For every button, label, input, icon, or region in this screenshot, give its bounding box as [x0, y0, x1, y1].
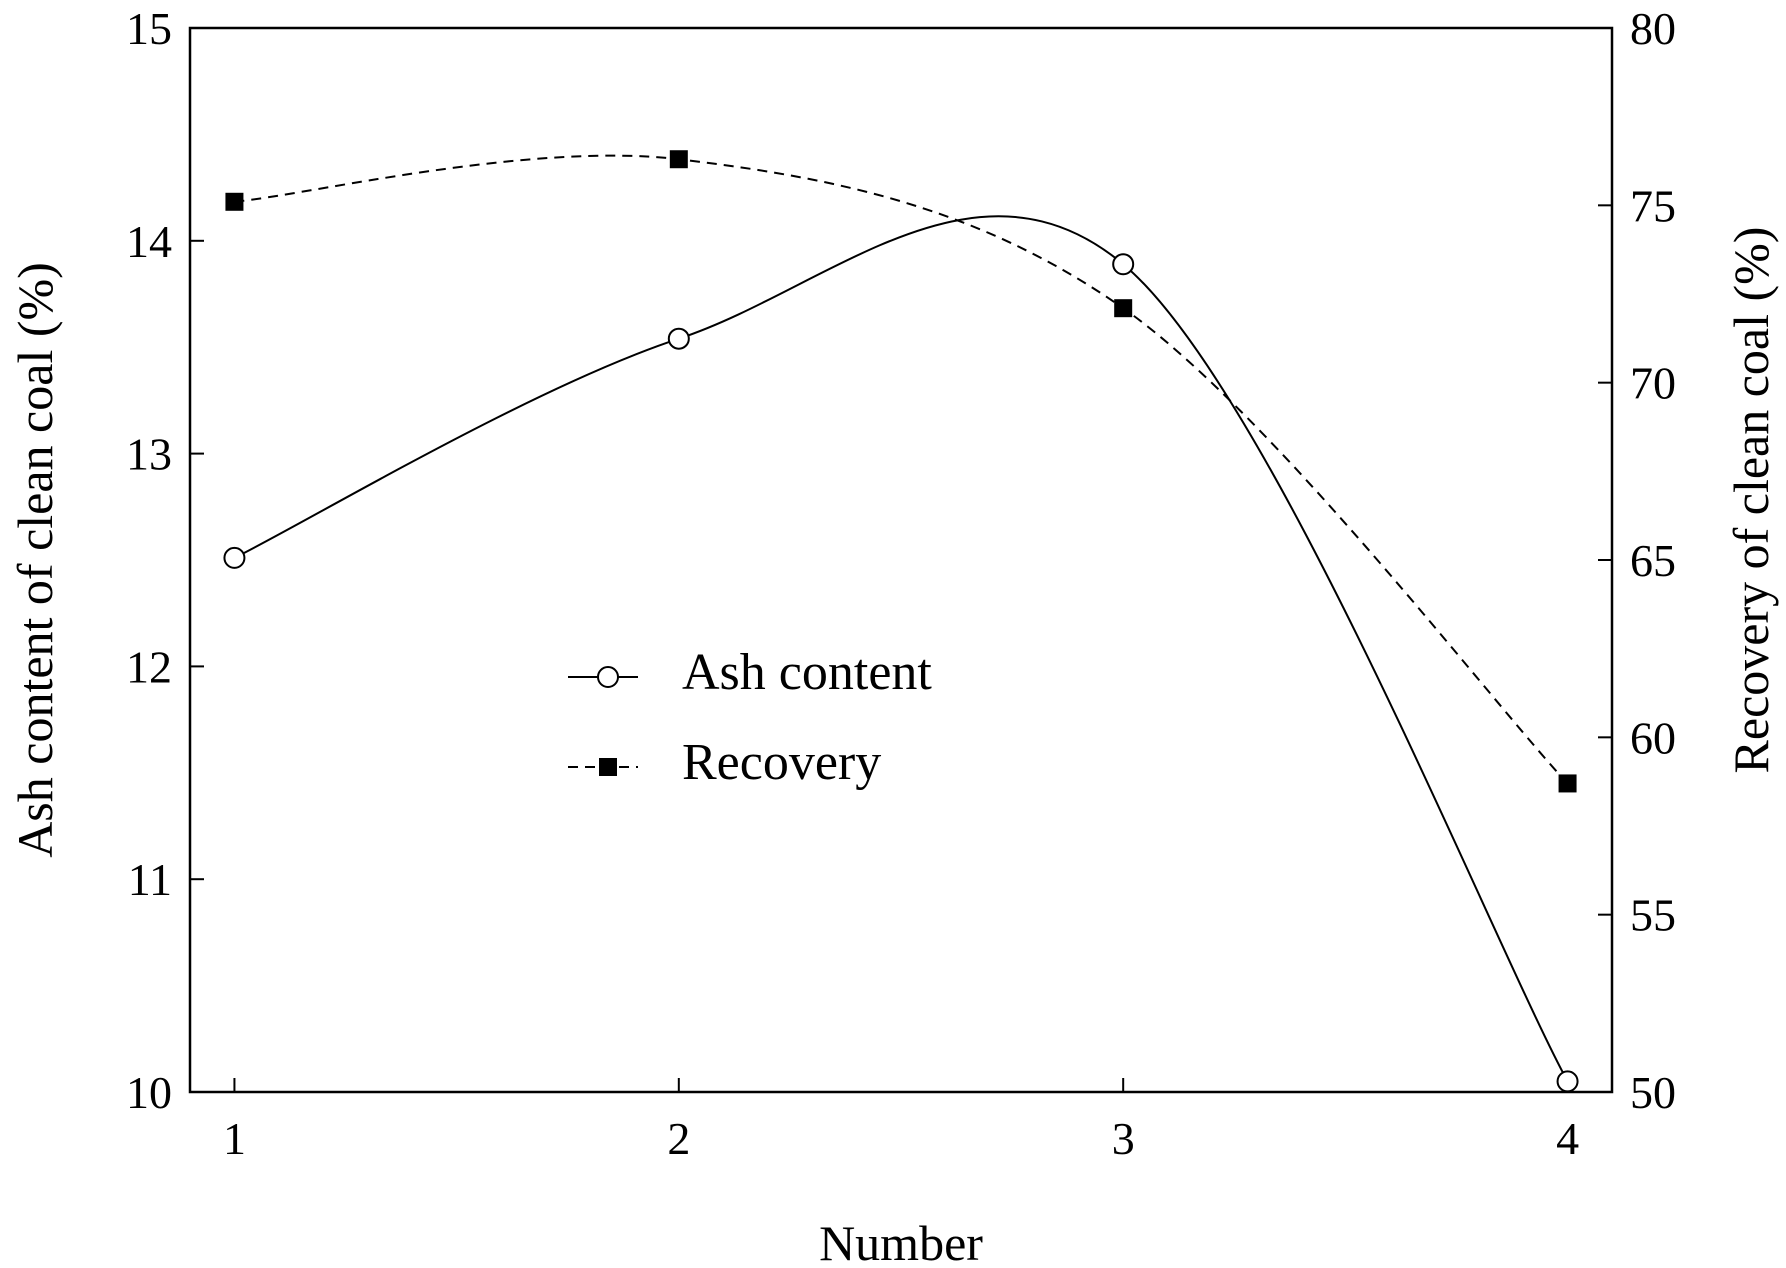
legend-ash-marker [597, 666, 619, 688]
x-tick-label: 2 [667, 1113, 690, 1164]
legend-ash-label: Ash content [682, 644, 932, 701]
right-y-tick-label: 50 [1630, 1067, 1676, 1118]
right-y-tick-label: 80 [1630, 3, 1676, 54]
recovery-data-point [669, 150, 688, 169]
series-layer [223, 150, 1579, 1093]
left-y-tick-label: 10 [126, 1067, 172, 1118]
right-y-tick-label: 60 [1630, 712, 1676, 763]
x-axis-title: Number [819, 1215, 983, 1268]
right-y-tick-label: 75 [1630, 180, 1676, 231]
x-tick-label: 1 [223, 1113, 246, 1164]
recovery-series-line [234, 154, 1569, 785]
ash-content-data-point [1556, 1070, 1579, 1093]
left-y-axis-title: Ash content of clean coal (%) [7, 262, 63, 858]
right-y-tick-label: 55 [1630, 890, 1676, 941]
ash-content-data-point [667, 327, 690, 350]
ash-content-data-point [1112, 253, 1135, 276]
plot-frame [188, 26, 1614, 1094]
legend-recovery-marker [599, 758, 617, 776]
recovery-data-point [1114, 299, 1133, 318]
recovery-data-point [1558, 774, 1577, 793]
recovery-data-point [225, 192, 244, 211]
left-y-tick-label: 11 [128, 854, 172, 905]
left-y-tick-label: 13 [126, 429, 172, 480]
right-y-tick-label: 65 [1630, 535, 1676, 586]
x-tick-label: 4 [1556, 1113, 1579, 1164]
x-tick-label: 3 [1112, 1113, 1135, 1164]
left-y-tick-label: 15 [126, 3, 172, 54]
right-y-tick-label: 70 [1630, 358, 1676, 409]
legend-recovery-label: Recovery [682, 734, 881, 791]
legend: Ash content Recovery [568, 644, 932, 791]
left-y-tick-label: 14 [126, 216, 172, 267]
right-y-axis-title: Recovery of clean coal (%) [1723, 227, 1779, 774]
left-y-tick-label: 12 [126, 641, 172, 692]
ash-content-series-line [233, 215, 1569, 1082]
ash-content-data-point [223, 546, 246, 569]
